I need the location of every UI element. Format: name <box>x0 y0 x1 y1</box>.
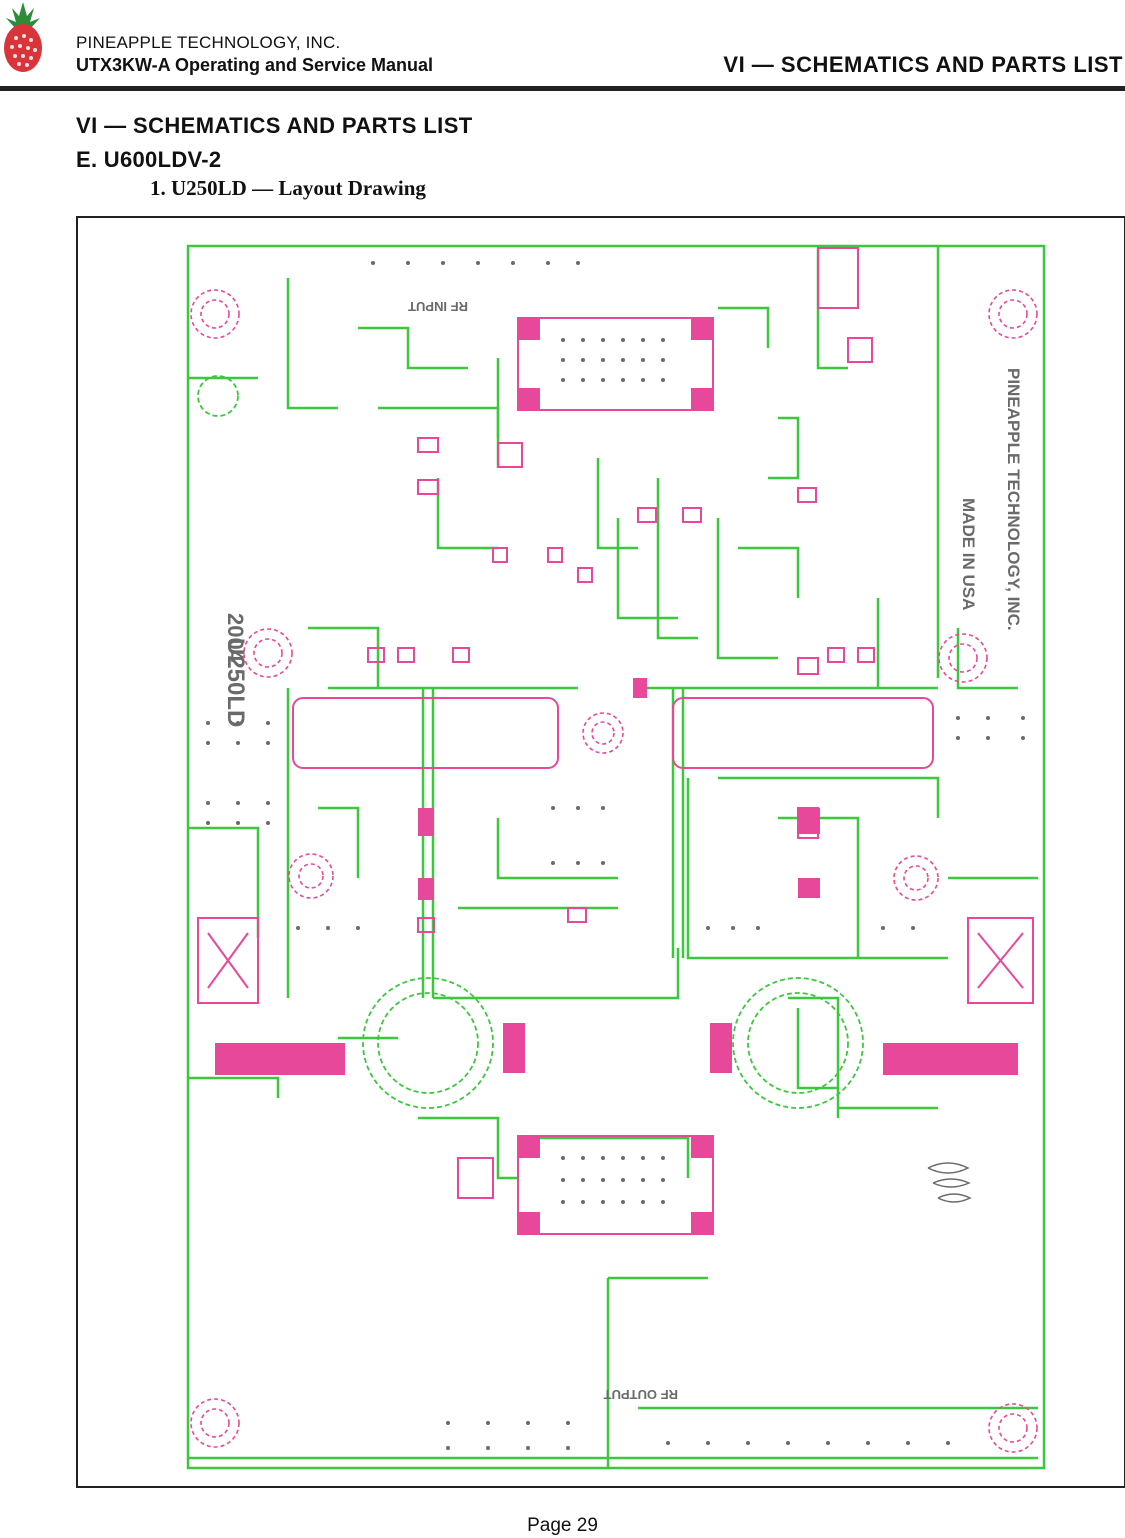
section-title: VI — SCHEMATICS AND PARTS LIST <box>76 113 473 138</box>
subsection-title: E. U600LDV-2 <box>76 147 222 172</box>
pcb-layout-drawing: RF INPUT RF OUTPUT U250LD PINEAPPLE TECH… <box>186 244 1046 1470</box>
pcb-label-rf-input: RF INPUT <box>408 299 468 314</box>
drawing-caption: 1. U250LD — Layout Drawing <box>150 176 426 200</box>
header-rule <box>0 86 1125 91</box>
pcb-label-company: PINEAPPLE TECHNOLOGY, INC. <box>1004 368 1023 631</box>
pcb-label-made-in: MADE IN USA <box>959 498 978 610</box>
company-name: PINEAPPLE TECHNOLOGY, INC. <box>76 33 341 52</box>
header-section-title: VI — SCHEMATICS AND PARTS LIST <box>723 52 1123 77</box>
pcb-label-rf-output: RF OUTPUT <box>604 1387 678 1402</box>
pcb-label-year: 2004 <box>223 613 248 663</box>
manual-title: UTX3KW-A Operating and Service Manual <box>76 55 434 75</box>
pineapple-logo <box>4 2 42 72</box>
layout-drawing-frame: RF INPUT RF OUTPUT U250LD PINEAPPLE TECH… <box>76 216 1125 1488</box>
pcb-label-board: U250LD <box>222 638 249 727</box>
page-number: Page 29 <box>527 1515 598 1536</box>
